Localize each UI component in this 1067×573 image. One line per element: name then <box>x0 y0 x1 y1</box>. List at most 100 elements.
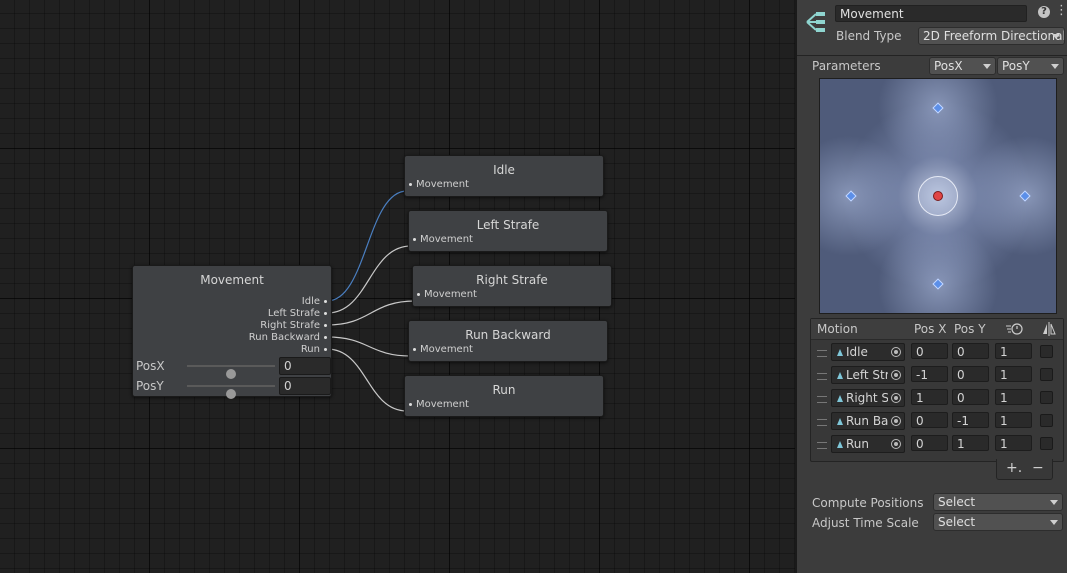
speed-field[interactable]: 1 <box>995 343 1032 359</box>
compute-positions-dropdown[interactable]: Select <box>933 493 1063 511</box>
chevron-down-icon <box>1051 64 1059 69</box>
blend-cursor-ring[interactable] <box>918 176 958 216</box>
motion-clip-field[interactable]: Right Strafe <box>831 389 905 407</box>
input-port-icon[interactable] <box>409 182 412 186</box>
motion-row[interactable]: Run 0 1 1 <box>811 433 1063 455</box>
mirror-checkbox[interactable] <box>1040 368 1053 381</box>
output-port-icon[interactable] <box>324 335 327 339</box>
mirror-checkbox[interactable] <box>1040 391 1053 404</box>
blend-type-dropdown[interactable]: 2D Freeform Directional <box>918 27 1065 45</box>
output-right-strafe[interactable]: Right Strafe <box>260 320 327 331</box>
speed-field[interactable]: 1 <box>995 366 1032 382</box>
input-slot[interactable]: Movement <box>413 234 473 245</box>
output-port-icon[interactable] <box>324 323 327 327</box>
motion-clip-field[interactable]: Run Backward <box>831 412 905 430</box>
motion-clip-field[interactable]: Idle <box>831 343 905 361</box>
speed-field[interactable]: 1 <box>995 389 1032 405</box>
panel-splitter[interactable] <box>795 0 797 573</box>
blend-tree-name-field[interactable]: Movement <box>835 5 1027 22</box>
chevron-down-icon <box>1050 520 1058 525</box>
more-options-icon[interactable]: ⋮ <box>1055 3 1067 18</box>
output-port-icon[interactable] <box>324 347 327 351</box>
pos-y-field[interactable]: 0 <box>952 366 989 382</box>
blend-tree-graph[interactable]: Movement Idle Left Strafe Right Strafe R… <box>0 0 795 573</box>
input-slot[interactable]: Movement <box>413 344 473 355</box>
add-motion-button[interactable]: +. <box>1006 460 1023 476</box>
remove-motion-button[interactable]: − <box>1032 460 1044 476</box>
param-x-dropdown[interactable]: PosX <box>929 57 996 75</box>
blend-cursor-dot[interactable] <box>933 191 943 201</box>
compute-positions-value: Select <box>938 495 976 509</box>
motion-row[interactable]: Idle 0 0 1 <box>811 341 1063 363</box>
object-picker-icon[interactable] <box>891 347 901 357</box>
drag-handle-icon[interactable] <box>817 396 827 403</box>
inspector-panel: Movement ? ⋮ Blend Type 2D Freeform Dire… <box>797 0 1067 573</box>
blend-point[interactable] <box>932 278 944 290</box>
output-port-icon[interactable] <box>324 311 327 315</box>
motion-row[interactable]: Left Strafe -1 0 1 <box>811 364 1063 386</box>
output-left-strafe[interactable]: Left Strafe <box>268 308 327 319</box>
input-slot[interactable]: Movement <box>417 289 477 300</box>
object-picker-icon[interactable] <box>891 416 901 426</box>
param-slider-track[interactable] <box>187 365 275 379</box>
input-slot[interactable]: Movement <box>409 179 469 190</box>
output-run-backward[interactable]: Run Backward <box>249 332 327 343</box>
output-port-icon[interactable] <box>324 299 327 303</box>
adjust-time-scale-dropdown[interactable]: Select <box>933 513 1063 531</box>
param-value-field[interactable]: 0 <box>279 377 331 395</box>
pos-x-field[interactable]: -1 <box>911 366 948 382</box>
param-slider-handle[interactable] <box>226 389 236 399</box>
blend-tree-root-node[interactable]: Movement Idle Left Strafe Right Strafe R… <box>132 265 332 399</box>
blend-point[interactable] <box>1019 190 1031 202</box>
motion-clip-field[interactable]: Run <box>831 435 905 453</box>
object-picker-icon[interactable] <box>891 370 901 380</box>
input-slot[interactable]: Movement <box>409 399 469 410</box>
pos-y-field[interactable]: 0 <box>952 343 989 359</box>
blend-point[interactable] <box>845 190 857 202</box>
node-idle[interactable]: Idle Movement <box>404 155 604 197</box>
pos-y-field[interactable]: 1 <box>952 435 989 451</box>
param-slider-handle[interactable] <box>226 369 236 379</box>
input-port-icon[interactable] <box>413 347 416 351</box>
input-port-icon[interactable] <box>413 237 416 241</box>
pos-x-field[interactable]: 0 <box>911 412 948 428</box>
blend-space-2d-view[interactable] <box>819 78 1057 314</box>
speed-field[interactable]: 1 <box>995 435 1032 451</box>
pos-x-field[interactable]: 0 <box>911 435 948 451</box>
object-picker-icon[interactable] <box>891 439 901 449</box>
node-left-strafe[interactable]: Left Strafe Movement <box>408 210 608 252</box>
pos-x-field[interactable]: 1 <box>911 389 948 405</box>
output-run[interactable]: Run <box>301 344 327 355</box>
chevron-down-icon <box>983 64 991 69</box>
help-icon[interactable]: ? <box>1038 6 1050 18</box>
node-right-strafe[interactable]: Right Strafe Movement <box>412 265 612 307</box>
input-label: Movement <box>420 344 473 355</box>
pos-y-field[interactable]: -1 <box>952 412 989 428</box>
drag-handle-icon[interactable] <box>817 373 827 380</box>
object-picker-icon[interactable] <box>891 393 901 403</box>
blend-point[interactable] <box>932 102 944 114</box>
param-slider-track[interactable] <box>187 385 275 399</box>
motion-clip-field[interactable]: Left Strafe <box>831 366 905 384</box>
pos-x-column-header: Pos X <box>914 322 947 336</box>
output-idle[interactable]: Idle <box>302 296 327 307</box>
node-run-backward[interactable]: Run Backward Movement <box>408 320 608 362</box>
pos-x-field[interactable]: 0 <box>911 343 948 359</box>
node-run[interactable]: Run Movement <box>404 375 604 417</box>
param-y-dropdown[interactable]: PosY <box>997 57 1064 75</box>
param-value-field[interactable]: 0 <box>279 357 331 375</box>
blend-type-value: 2D Freeform Directional <box>923 29 1064 43</box>
motion-row[interactable]: Run Backward 0 -1 1 <box>811 410 1063 432</box>
input-port-icon[interactable] <box>409 402 412 406</box>
mirror-icon <box>1043 322 1056 336</box>
pos-y-field[interactable]: 0 <box>952 389 989 405</box>
drag-handle-icon[interactable] <box>817 419 827 426</box>
drag-handle-icon[interactable] <box>817 442 827 449</box>
input-port-icon[interactable] <box>417 292 420 296</box>
mirror-checkbox[interactable] <box>1040 437 1053 450</box>
speed-field[interactable]: 1 <box>995 412 1032 428</box>
mirror-checkbox[interactable] <box>1040 345 1053 358</box>
drag-handle-icon[interactable] <box>817 350 827 357</box>
motion-row[interactable]: Right Strafe 1 0 1 <box>811 387 1063 409</box>
mirror-checkbox[interactable] <box>1040 414 1053 427</box>
